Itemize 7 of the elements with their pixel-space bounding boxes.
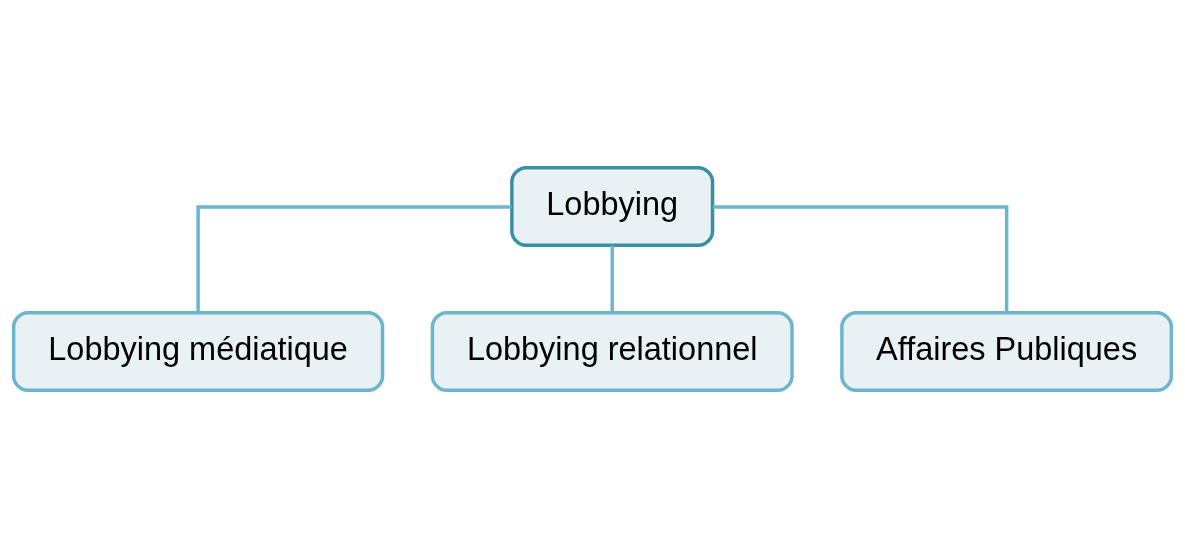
- connector: [196, 205, 512, 313]
- node-box: Lobbying médiatique: [11, 310, 385, 393]
- node-box: Lobbying relationnel: [430, 310, 794, 393]
- connector: [712, 205, 1009, 313]
- connector: [610, 245, 614, 313]
- node-box: Affaires Publiques: [840, 310, 1174, 393]
- node-box: Lobbying: [510, 165, 715, 248]
